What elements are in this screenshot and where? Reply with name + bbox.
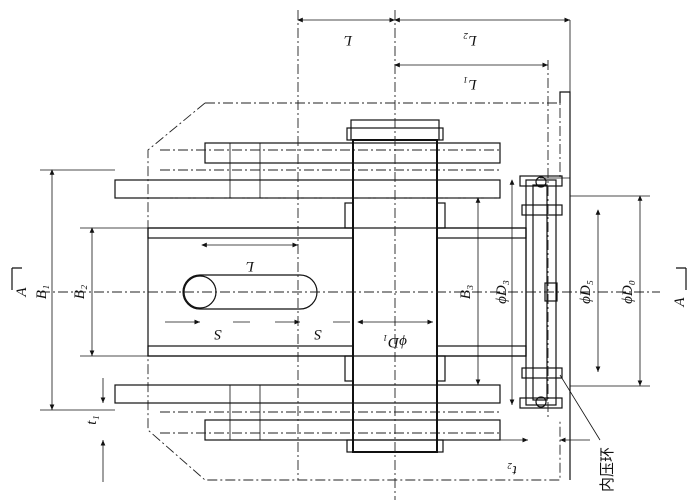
dim-D3: ϕD₃ [494,280,510,304]
bottom-plates [114,384,501,441]
dim-L-slot: L [246,258,255,274]
section-A-left: A [14,287,30,298]
flange [519,175,563,409]
dim-t1: t₁ [84,415,100,424]
dim-L-top: L [344,32,353,48]
dim-S-right: S [314,326,322,342]
dim-D0: ϕD₀ [620,280,636,304]
labels: L L₂ L₁ L S S ϕD₁ t₂ B₁ B₂ B₃ ϕD₃ ϕD₅ ϕD… [14,32,688,492]
dim-B1: B₁ [34,285,50,299]
inner-ring-label: 内压环 [598,447,616,492]
dim-S-left: S [214,326,222,342]
outer-frame [147,91,571,481]
dim-L1: L₁ [463,76,478,92]
section-markers [11,267,687,290]
centerlines [40,10,660,500]
dim-B2: B₂ [72,285,88,299]
dim-L2: L₂ [463,32,478,48]
dim-D5: ϕD₅ [578,280,594,304]
section-A-right: A [672,297,688,308]
dimension-lines [49,17,643,482]
top-plates [114,142,501,199]
dim-t2: t₂ [507,462,516,478]
dim-D1: ϕD₁ [383,334,407,350]
dim-B3: B₃ [458,285,474,299]
